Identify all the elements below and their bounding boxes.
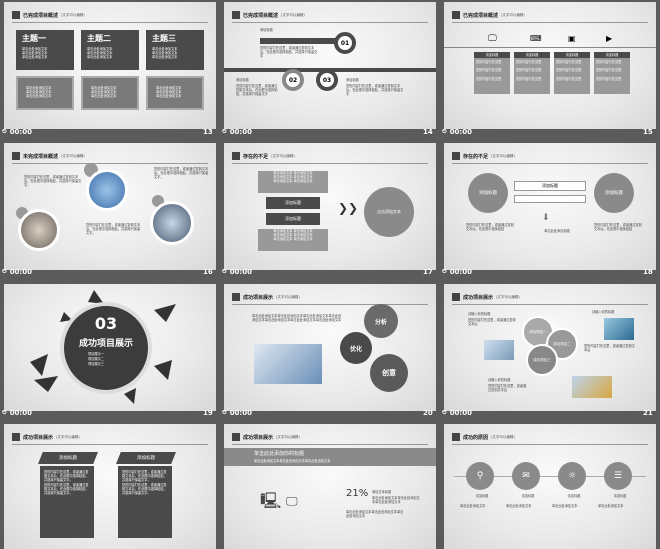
footer-time: ⏲00:00 [442, 268, 472, 276]
handshake-photo [484, 340, 514, 360]
slide-18[interactable]: 存在的不足(文字可以编辑) 添加标题 添加标题 添加标题 ⬇ 单击此处添加标题 … [444, 143, 656, 270]
theme-card-1: 主题一 单击此处添加文本 单击此处添加文本 单击此处添加文本 [16, 30, 74, 70]
location-icon: ⚲ [466, 462, 494, 490]
section-circle [60, 302, 152, 394]
slide-15[interactable]: 已完成项目概述(文字可以编辑) 🖵 ⌨ ▣ ▶ 请加标题您的内容打在这里您的内容… [444, 2, 656, 129]
slide-13[interactable]: 已完成项目概述(文字可以编辑) 主题一 单击此处添加文本 单击此处添加文本 单击… [4, 2, 216, 129]
document-icon: ☰ [604, 462, 632, 490]
column-4: 请加标题您的内容打在这里您的内容打在这里您的内容打在这里 [594, 52, 630, 94]
column-1: 请加标题您的内容打在这里您的内容打在这里您的内容打在这里 [474, 52, 510, 94]
code-icon: ⌨ [530, 34, 542, 43]
footer-time: ⏲00:00 [442, 409, 472, 417]
slide-17[interactable]: 存在的不足(文字可以编辑) 单击添加文本 单击添加文本单击添加文本 单击添加文本… [224, 143, 436, 270]
clock-icon: ⏲ [2, 128, 7, 135]
clock-icon: ⏲ [222, 128, 227, 135]
clock-icon: ⏲ [2, 409, 7, 416]
mail-icon: ✉ [512, 462, 540, 490]
photo-circle-3 [150, 201, 194, 245]
clock-icon: ⏲ [222, 409, 227, 416]
photo-circle-2 [18, 209, 60, 251]
gear-analyze: 分析 [364, 304, 398, 338]
footer-time: ⏲00:00 [222, 409, 252, 417]
footer-time: ⏲00:00 [222, 128, 252, 136]
footer-time: ⏲00:00 [2, 268, 32, 276]
slide-header: 已完成项目概述(文字可以编辑) [232, 10, 305, 20]
idea-icon: ☼ [558, 462, 586, 490]
slide-header: 存在的不足(文字可以编辑) [232, 151, 295, 161]
text-block-bottom: 单击添加文本 单击添加文本单击添加文本 单击添加文本单击添加文本 单击添加文本 [258, 229, 328, 251]
return-arrow [514, 195, 586, 203]
slide-header: 存在的不足(文字可以编辑) [452, 151, 515, 161]
tech-photo [604, 318, 634, 340]
theme-card-3: 主题三 单击此处添加文本 单击此处添加文本 单击此处添加文本 [146, 30, 204, 70]
slide-20[interactable]: 成功项目展示(文字可以编辑) 单击此处添加文本单击此处添加文本单击此处添加文本单… [224, 284, 436, 411]
monitor-icon: 🖵 [286, 494, 298, 508]
footer-time: ⏲00:00 [442, 128, 472, 136]
content-card-2: 您的内容打在这里，或者通过复制文本后，在此框中选择粘贴，并选择只保留文字。您的内… [118, 466, 172, 538]
footer-time: ⏲00:00 [2, 409, 32, 417]
text-block-top: 单击添加文本 单击添加文本单击添加文本 单击添加文本单击添加文本 单击添加文本 [258, 171, 328, 193]
slide-header: 成功项目展示(文字可以编辑) [232, 292, 300, 302]
down-arrow-icon: ⬇ [542, 213, 550, 223]
triangle-decor [30, 290, 176, 404]
gear-creative: 创意 [370, 354, 408, 392]
slide-19[interactable]: 03 成功项目展示 项目展示一 项目展示二 项目展示三 [4, 284, 216, 411]
column-3: 请加标题您的内容打在这里您的内容打在这里您的内容打在这里 [554, 52, 590, 94]
slide-header: 成功的原因(文字可以编辑) [452, 432, 515, 442]
clock-icon: ⏲ [442, 409, 447, 416]
content-card-1: 您的内容打在这里，或者通过复制文本后，在此框中选择粘贴，并选择只保留文字。您的内… [40, 466, 94, 538]
clock-icon: ⏲ [2, 268, 7, 275]
clock-icon: ⏲ [442, 128, 447, 135]
slide-22[interactable]: 成功项目展示(文字可以编辑) 添加标题 添加标题 您的内容打在这里，或者通过复制… [4, 424, 216, 549]
text-box-3: 单击此处添加文本 单击此处添加文本 单击此处添加文本 [146, 76, 204, 110]
slide-header: 成功项目展示(文字可以编辑) [232, 432, 300, 442]
photo-circle-1 [86, 169, 128, 211]
banner: 单击此处添加你的标题 单击此处添加文本单击此处添加文本单击此处添加文本 [224, 448, 436, 466]
double-arrow-icon: ❯❯ [338, 201, 359, 215]
computer-icon: 🖳 [260, 491, 282, 510]
step-01: 01 [334, 32, 356, 54]
slide-header: 未完成项目概述(文字可以编辑) [12, 151, 85, 161]
footer-time: ⏲00:00 [2, 128, 32, 136]
slide-header: 成功项目展示(文字可以编辑) [452, 292, 520, 302]
monitor-icon: 🖵 [488, 34, 497, 44]
slide-23[interactable]: 成功项目展示(文字可以编辑) 单击此处添加你的标题 单击此处添加文本单击此处添加… [224, 424, 436, 549]
theme-card-2: 主题二 单击此处添加文本 单击此处添加文本 单击此处添加文本 [81, 30, 139, 70]
video-icon: ▶ [606, 34, 613, 43]
footer-time: ⏲00:00 [222, 268, 252, 276]
chart-photo [254, 344, 322, 384]
text-box-1: 单击此处添加文本 单击此处添加文本 单击此处添加文本 [16, 76, 74, 110]
slide-header: 已完成项目概述(文字可以编辑) [452, 10, 525, 20]
slide-21[interactable]: 成功项目展示(文字可以编辑) 成功项目一 成功项目二 成功项目三 请输入你的标题… [444, 284, 656, 411]
image-icon: ▣ [568, 34, 576, 43]
slide-number: 13 [203, 128, 213, 136]
step-02: 02 [282, 69, 304, 91]
slide-header: 已完成项目概述(文字可以编辑) [12, 10, 85, 20]
slide-16[interactable]: 未完成项目概述(文字可以编辑) 您的内容打在这里，或者通过复制文本后，在此框中选… [4, 143, 216, 270]
clock-icon: ⏲ [222, 268, 227, 275]
column-2: 请加标题您的内容打在这里您的内容打在这里您的内容打在这里 [514, 52, 550, 94]
gear-optimize: 优化 [340, 332, 372, 364]
text-box-2: 单击此处添加文本 单击此处添加文本 单击此处添加文本 [81, 76, 139, 110]
step-03: 03 [316, 69, 338, 91]
slide-24[interactable]: 成功的原因(文字可以编辑) ⚲ ✉ ☼ ☰ 请加标题 请加标题 请加标题 请加标… [444, 424, 656, 549]
clock-icon: ⏲ [442, 268, 447, 275]
slide-header: 成功项目展示(文字可以编辑) [12, 432, 80, 442]
slide-14[interactable]: 已完成项目概述(文字可以编辑) 01 添加标题 您的内容打在这里，或者通过复制文… [224, 2, 436, 129]
growth-photo [572, 376, 612, 398]
